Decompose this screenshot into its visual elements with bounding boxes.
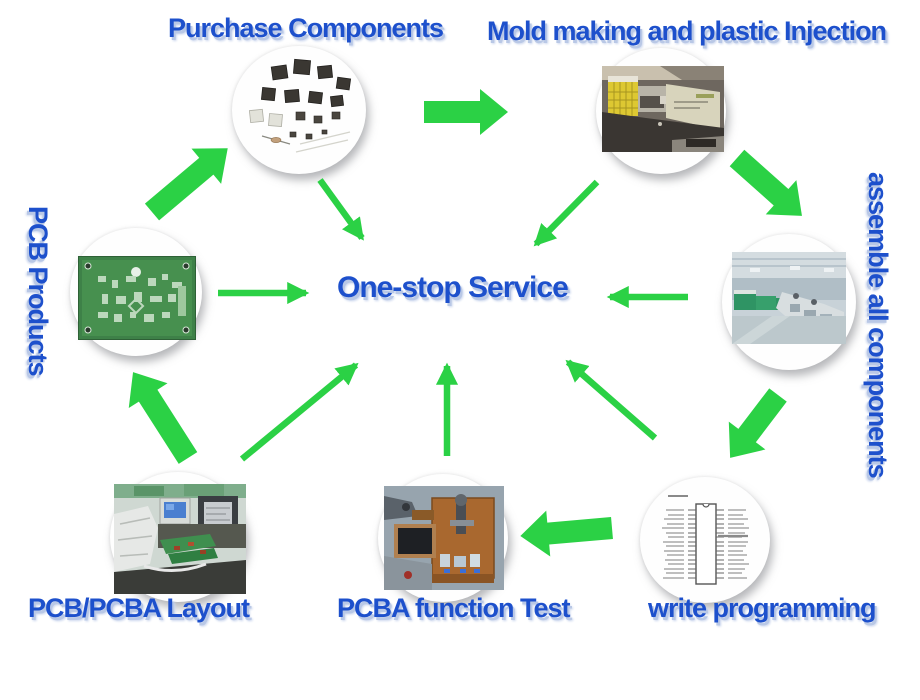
arrow-pcb-products-to-purchase — [144, 148, 228, 221]
label-purchase-components: Purchase Components — [168, 13, 444, 43]
label-pcb-pcba-layout: PCB/PCBA Layout — [28, 593, 250, 623]
arrow-mold-to-assemble — [729, 149, 802, 216]
spoke-mold-to-center — [533, 179, 600, 247]
arrow-purchase-to-mold — [424, 89, 508, 135]
spoke-purchase-to-center — [317, 178, 365, 241]
label-assemble: assemble all components — [863, 172, 893, 478]
label-write-programming: write programming — [648, 593, 877, 623]
label-mold-making: Mold making and plastic Injection — [487, 16, 887, 46]
center-label: One-stop Service — [337, 271, 569, 304]
arrow-write-programming-to-pcba-test — [520, 510, 613, 557]
arrow-assemble-to-write-programming — [728, 388, 787, 458]
ic-pinout-document — [662, 495, 749, 585]
bare-pcb-photo — [78, 256, 196, 340]
arrow-layout-to-pcb-products — [128, 372, 198, 464]
smt-assembly-line-photo — [732, 252, 846, 344]
label-pcb-products: PCB Products — [23, 206, 53, 376]
label-pcba-function-test: PCBA function Test — [337, 593, 570, 623]
layout-workbench-photo — [114, 484, 246, 594]
spoke-layout-to-center — [239, 362, 359, 462]
injection-molding-machine-photo — [602, 66, 724, 152]
electronic-components-photo — [248, 58, 352, 153]
test-fixture-photo — [384, 486, 504, 590]
spoke-write-programming-to-center — [565, 359, 658, 441]
